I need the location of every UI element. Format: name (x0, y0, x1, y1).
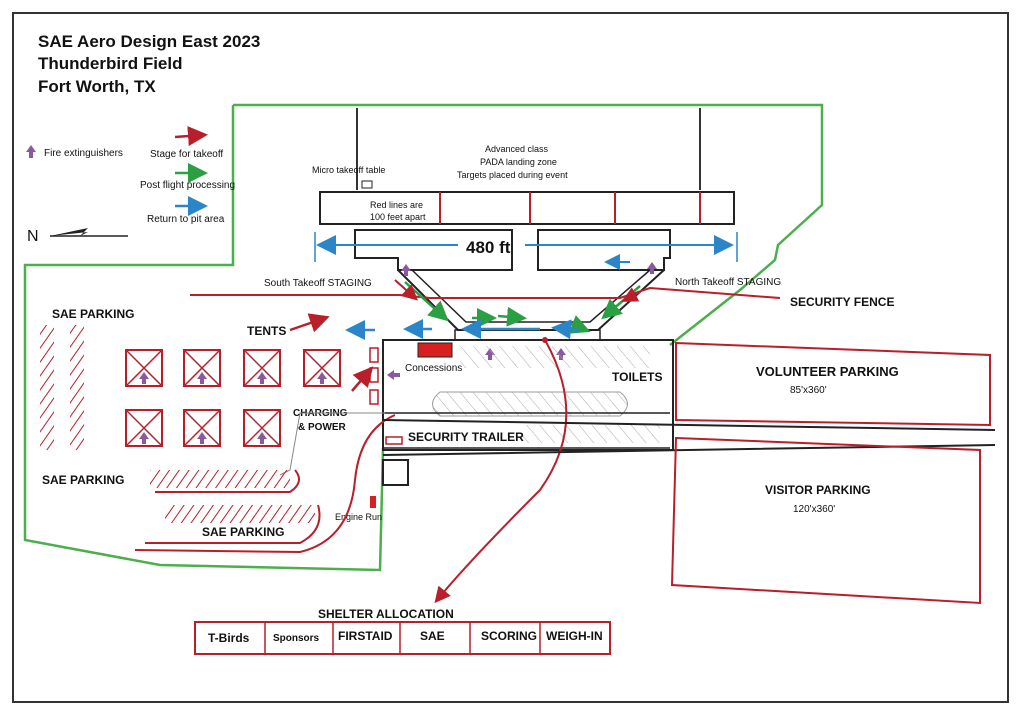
micro-takeoff-label: Micro takeoff table (312, 165, 385, 175)
sae-parking-nw-hatch-2 (70, 325, 84, 450)
runway-north-segment (537, 229, 671, 271)
map-title: SAE Aero Design East 2023 (38, 32, 260, 51)
targets-label: Targets placed during event (457, 170, 568, 180)
legend-stage-arrow-icon (174, 126, 208, 147)
legend: Fire extinguishers Stage for takeoff Pos… (26, 126, 235, 245)
sae-parking-curve-1 (155, 469, 300, 493)
shelter-cell: FIRSTAID (338, 629, 393, 643)
charging-station (369, 389, 379, 405)
hatched-area-top (460, 346, 650, 368)
shelter-cell: WEIGH-IN (546, 629, 603, 643)
shelter-arrow (434, 339, 568, 604)
tent (125, 349, 163, 387)
engine-run-label: Engine Run (335, 512, 382, 522)
security-trailer-label: SECURITY TRAILER (408, 430, 524, 444)
tent (243, 349, 281, 387)
pada-zone-label: PADA landing zone (480, 157, 557, 167)
shelter-table: T-Birds Sponsors FIRSTAID SAE SCORING WE… (194, 621, 611, 655)
volunteer-parking-size: 85'x360' (790, 385, 827, 396)
toilets-label: TOILETS (612, 370, 662, 384)
pit-to-charging-path (134, 414, 396, 554)
tent (183, 409, 221, 447)
red-lines-label: Red lines are (370, 200, 423, 210)
tent (183, 349, 221, 387)
concessions-block (417, 342, 453, 358)
advanced-class-label: Advanced class (485, 144, 549, 154)
flow-arrows (289, 254, 641, 392)
sae-parking-s-label: SAE PARKING (202, 525, 284, 539)
visitor-parking-size: 120'x360' (793, 504, 835, 515)
security-fence-line (190, 286, 781, 299)
legend-fire-label: Fire extinguishers (44, 148, 123, 159)
volunteer-parking-label: VOLUNTEER PARKING (756, 364, 899, 379)
north-staging-label: North Takeoff STAGING (675, 277, 781, 288)
fire-extinguisher-icon (647, 262, 657, 274)
map-subtitle-field: Thunderbird Field (38, 54, 183, 73)
micro-takeoff-table (361, 180, 373, 189)
concessions-label: Concessions (405, 363, 462, 374)
legend-post-label: Post flight processing (140, 180, 235, 191)
fire-extinguisher-icon (401, 264, 411, 276)
legend-stage-label: Stage for takeoff (150, 149, 223, 160)
tent (125, 409, 163, 447)
visitor-parking-area (670, 436, 981, 605)
shelter-cell: SAE (420, 629, 445, 643)
sae-parking-w-label: SAE PARKING (42, 473, 124, 487)
pit-line (454, 329, 601, 341)
map-subtitle-city: Fort Worth, TX (38, 77, 156, 96)
tent (243, 409, 281, 447)
sae-parking-nw-hatch-1 (40, 325, 54, 450)
charging-station (369, 347, 379, 363)
shelter-cell: Sponsors (273, 633, 320, 644)
fire-extinguisher-icon (387, 370, 400, 380)
map-border (12, 12, 1009, 703)
sae-parking-curve-hatch-2 (165, 505, 315, 523)
runway-top (319, 191, 735, 225)
tents-grid (125, 349, 341, 447)
fence-outline (23, 103, 824, 572)
legend-return-label: Return to pit area (147, 214, 225, 225)
hatched-area-bottom (520, 425, 660, 443)
building-annex (382, 459, 409, 486)
red-lines-spacing-label: 100 feet apart (370, 212, 426, 222)
pit-origin-dot (542, 337, 548, 343)
tents-label: TENTS (247, 324, 286, 338)
sae-parking-curve-2 (145, 504, 321, 544)
sae-parking-curve-hatch-1 (150, 470, 290, 488)
shelter-allocation-title: SHELTER ALLOCATION (318, 607, 454, 621)
south-staging-label: South Takeoff STAGING (264, 278, 372, 289)
engine-run-marker (370, 496, 376, 508)
runway-area (314, 108, 738, 341)
volunteer-parking-area (675, 341, 991, 427)
fire-extinguisher-icon (26, 145, 36, 158)
security-fence-label: SECURITY FENCE (790, 295, 894, 309)
power-label: & POWER (298, 422, 347, 433)
oval-track (432, 391, 628, 417)
shelter-cell: T-Birds (208, 631, 250, 645)
distance-label: 480 ft (466, 238, 511, 257)
north-arrow-icon (50, 228, 128, 237)
shelter-cell: SCORING (481, 629, 537, 643)
pit-building (382, 339, 674, 451)
visitor-parking-label: VISITOR PARKING (765, 483, 871, 497)
security-trailer (385, 436, 403, 445)
tent (303, 349, 341, 387)
charging-station (369, 367, 379, 383)
sae-parking-nw-label: SAE PARKING (52, 307, 134, 321)
north-label: N (27, 228, 39, 245)
